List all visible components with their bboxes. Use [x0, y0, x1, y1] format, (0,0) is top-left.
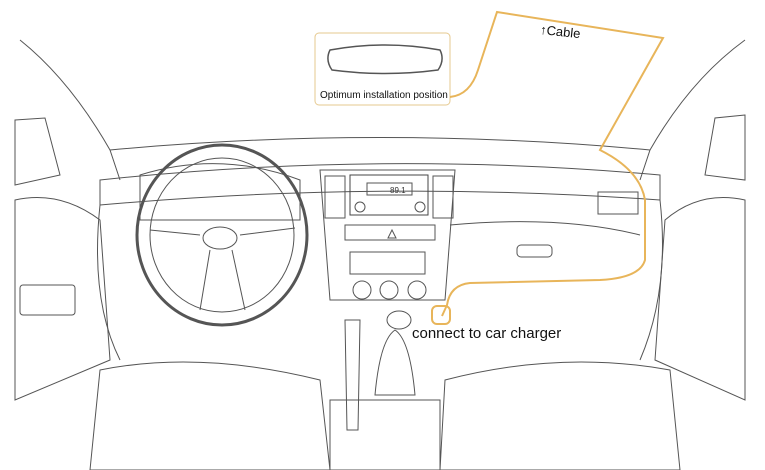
- center-stack: [319, 169, 456, 301]
- radio-display: [366, 182, 413, 196]
- radio-frequency: 89.1: [390, 186, 406, 195]
- left-seat: [89, 361, 331, 470]
- car-charger-socket: [431, 305, 451, 325]
- radio-unit: [349, 174, 429, 216]
- right-a-pillar: [639, 39, 746, 181]
- gear-knob: [386, 310, 412, 330]
- radio-knob-left: [354, 201, 366, 213]
- steering-wheel-inner: [149, 157, 295, 313]
- left-a-pillar: [19, 39, 121, 181]
- windshield-bottom: [109, 137, 651, 151]
- hazard-panel: [344, 224, 436, 241]
- right-seat: [439, 361, 681, 470]
- mirror-callout-label: Optimum installation position: [320, 90, 448, 101]
- center-console: [329, 399, 441, 470]
- right-center-vent: [432, 175, 454, 219]
- left-door-switches: [19, 284, 76, 316]
- right-vent: [597, 191, 639, 215]
- hazard-icon: [387, 228, 397, 239]
- right-window: [704, 114, 746, 181]
- rearview-mirror: [327, 44, 443, 75]
- gear-boot: [374, 329, 416, 396]
- left-center-vent: [324, 175, 346, 219]
- climate-knob-1: [352, 280, 372, 300]
- climate-knob-3: [407, 280, 427, 300]
- instrument-cluster: [139, 163, 301, 221]
- glovebox-line: [449, 221, 641, 236]
- steering-wheel: [135, 143, 309, 327]
- cable-path: [441, 10, 665, 317]
- left-door: [14, 197, 111, 401]
- handbrake: [344, 319, 361, 431]
- right-door: [654, 197, 746, 401]
- mirror-callout-box: [314, 32, 451, 106]
- radio-knob-right: [414, 201, 426, 213]
- climate-display: [349, 251, 426, 275]
- horn-pad: [202, 226, 238, 250]
- charger-label: connect to car charger: [412, 325, 562, 342]
- glovebox-handle: [516, 244, 553, 258]
- left-window: [14, 117, 61, 186]
- steering-spokes: [149, 227, 296, 311]
- climate-knob-2: [379, 280, 399, 300]
